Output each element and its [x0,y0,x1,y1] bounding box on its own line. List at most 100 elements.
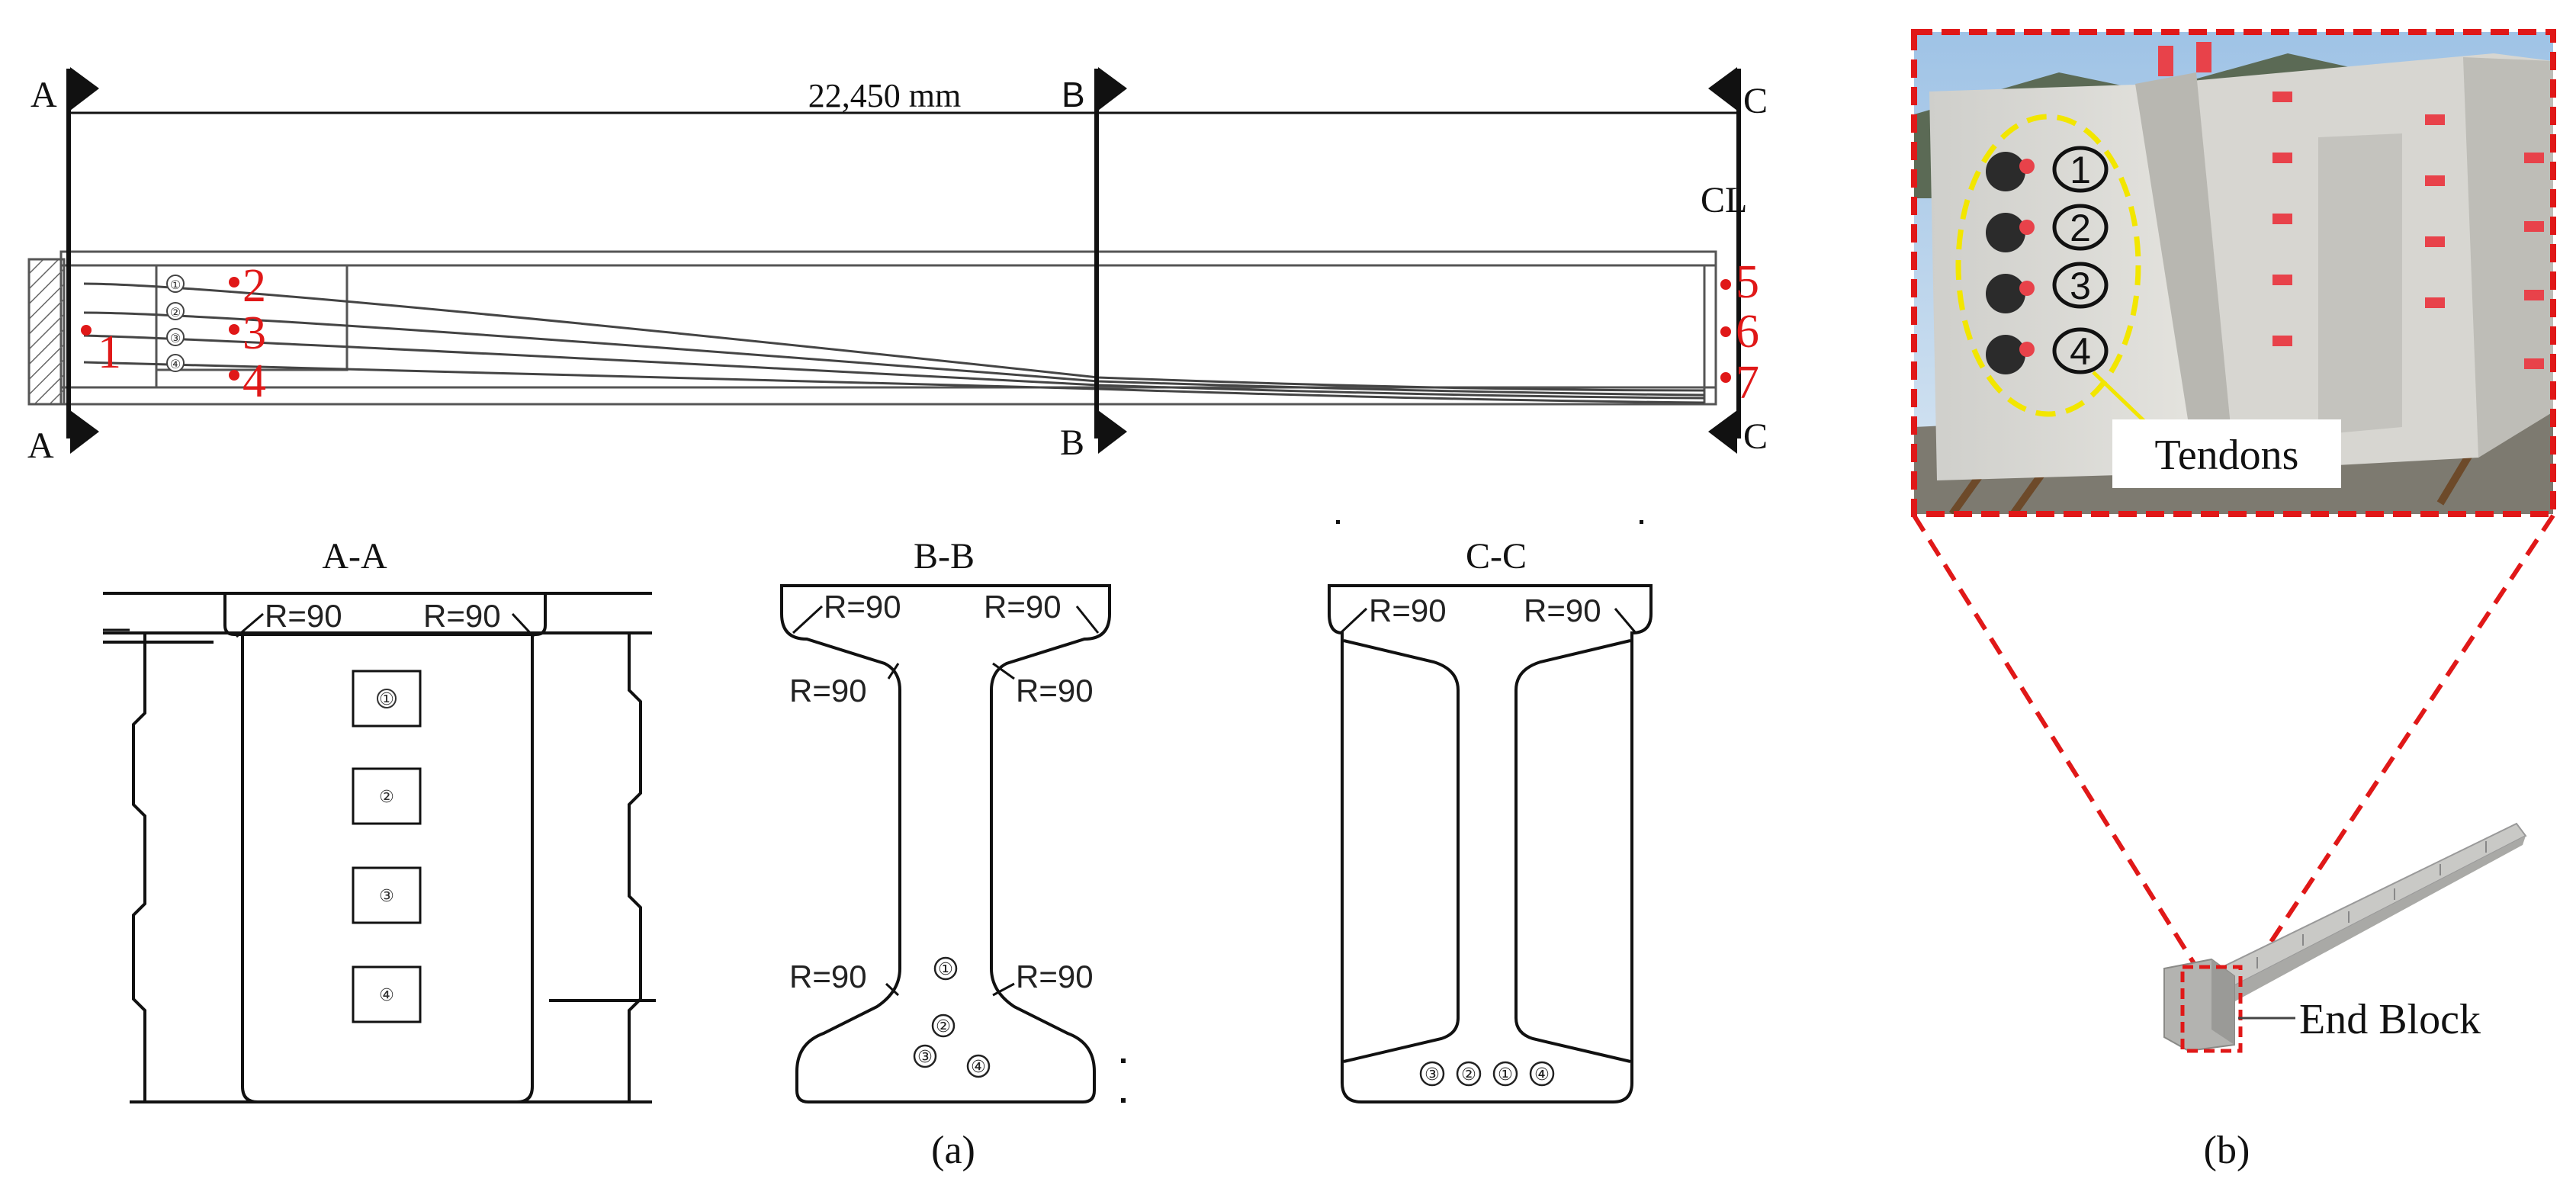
tendons-callout: Tendons [2155,432,2299,479]
bb-duct-2: ② [931,1014,956,1038]
photo-tendon-4: 4 [2052,327,2109,374]
svg-text:②: ② [936,1017,951,1036]
aa-ducts: ① ② ③ ④ [352,670,422,1023]
anchor-heads [1986,152,2035,374]
elev-tendon-1: ① [166,275,185,293]
svg-text:③: ③ [170,332,181,345]
end-block-photo: 1 2 3 4 Tendons [1911,29,2556,517]
marker-c-top: C [1743,81,1768,121]
svg-text:1: 1 [2070,149,2091,191]
aa-duct-1: ① [352,670,422,728]
aa-duct-2: ② [352,767,422,825]
section-aa: A-A R=90 R=90 [103,536,656,1103]
svg-text:④: ④ [170,358,181,371]
svg-text:③: ③ [917,1047,933,1066]
cc-duct-a: ③ [1419,1061,1445,1087]
photo-tendon-numbers: 1 2 3 4 [2052,146,2109,374]
end-block-callout: End Block [2299,996,2481,1043]
point-label-1: 1 [98,326,121,378]
elev-tendon-3: ③ [166,328,185,346]
svg-text:③: ③ [379,886,394,905]
tendon-highlight-ellipse [1955,114,2141,417]
section-aa-title: A-A [322,536,387,577]
measurement-points [81,277,1731,383]
cc-duct-d: ④ [1529,1061,1555,1087]
svg-text:2: 2 [2070,207,2091,249]
bb-radius-upper-right: R=90 [1016,673,1094,708]
cc-left-void [1343,639,1460,1063]
point-label-6: 6 [1736,306,1759,358]
tendon-profiles [83,282,1705,404]
caption-b: (b) [2204,1129,2250,1172]
elev-tendon-4: ④ [166,354,185,372]
svg-text:④: ④ [379,985,394,1004]
cc-ducts: ③ ② ① ④ [1419,1061,1555,1087]
bb-radius-top-left: R=90 [824,589,901,625]
bb-duct-3: ③ [913,1044,937,1068]
section-cut-lines [66,69,1741,438]
centerline-label: CL [1701,180,1747,220]
photo-tendon-2: 2 [2052,204,2109,251]
aa-radius-left: R=90 [265,598,342,634]
svg-text:①: ① [379,689,394,708]
elevation-tendon-numbers: ① ② ③ ④ [166,275,185,372]
point-label-2: 2 [243,260,266,312]
section-bb: B-B R=90 R=90 R=90 R=90 R=90 R=90 ① ② [780,536,1126,1103]
arrow-b-bottom [1098,410,1127,454]
arrow-a-top [70,67,99,111]
measurement-point-labels: 1 2 3 4 5 6 7 [98,256,1759,409]
section-cc: C-C R=90 R=90 ③ ② ① [1328,520,1653,1103]
bb-radius-lower-left: R=90 [789,959,867,994]
cc-i-section-outline [1328,584,1653,1103]
arrow-c-bottom [1708,410,1737,454]
bb-i-section-outline [780,584,1111,1103]
svg-text:①: ① [1498,1065,1513,1084]
cc-radius-right: R=90 [1524,593,1601,628]
cc-radius-left: R=90 [1369,593,1447,628]
cc-duct-c: ① [1492,1061,1518,1087]
photo-frame [1911,29,2556,517]
svg-text:3: 3 [2070,265,2091,307]
bb-radius-lower-right: R=90 [1016,959,1094,994]
svg-text:①: ① [170,279,181,292]
arrow-a-bottom [70,410,99,454]
photo-tendon-1: 1 [2052,146,2109,193]
aa-duct-3: ③ [352,866,422,924]
arrow-b-top [1098,67,1127,111]
marker-c-bottom: C [1743,416,1768,457]
end-block-hatch [27,258,66,406]
girder-outline [59,250,1717,406]
span-label: 22,450 mm [808,77,961,114]
elev-tendon-2: ② [166,302,185,320]
bb-radius-top-right: R=90 [984,589,1062,625]
marker-b-bottom: B [1060,422,1084,463]
bb-radius-upper-left: R=90 [789,673,867,708]
svg-text:③: ③ [1425,1065,1440,1084]
svg-text:④: ④ [1534,1065,1550,1084]
point-label-5: 5 [1736,256,1759,308]
bb-duct-4: ④ [966,1054,991,1078]
point-label-3: 3 [243,307,266,359]
caption-a: (a) [931,1129,975,1172]
bb-ducts: ① ② ③ ④ [913,956,991,1078]
girder-3d-model: End Block [2163,822,2527,1053]
aa-duct-4: ④ [352,965,422,1023]
svg-text:4: 4 [2070,330,2091,373]
point-label-7: 7 [1736,357,1759,409]
section-cc-title: C-C [1466,536,1527,577]
cc-right-void [1514,639,1631,1063]
point-label-4: 4 [243,355,266,407]
svg-text:②: ② [170,307,181,320]
cc-duct-b: ② [1456,1061,1482,1087]
marker-b-top: B [1062,75,1085,114]
girder-elevation: 22,450 mm ① [27,67,1768,466]
photo-tendon-3: 3 [2052,262,2109,309]
svg-text:④: ④ [971,1057,986,1076]
bb-duct-1: ① [933,956,958,981]
section-bb-title: B-B [914,536,975,577]
svg-text:①: ① [938,959,953,978]
section-arrows [70,67,1737,454]
aa-radius-right: R=90 [423,598,501,634]
svg-text:②: ② [1461,1065,1476,1084]
